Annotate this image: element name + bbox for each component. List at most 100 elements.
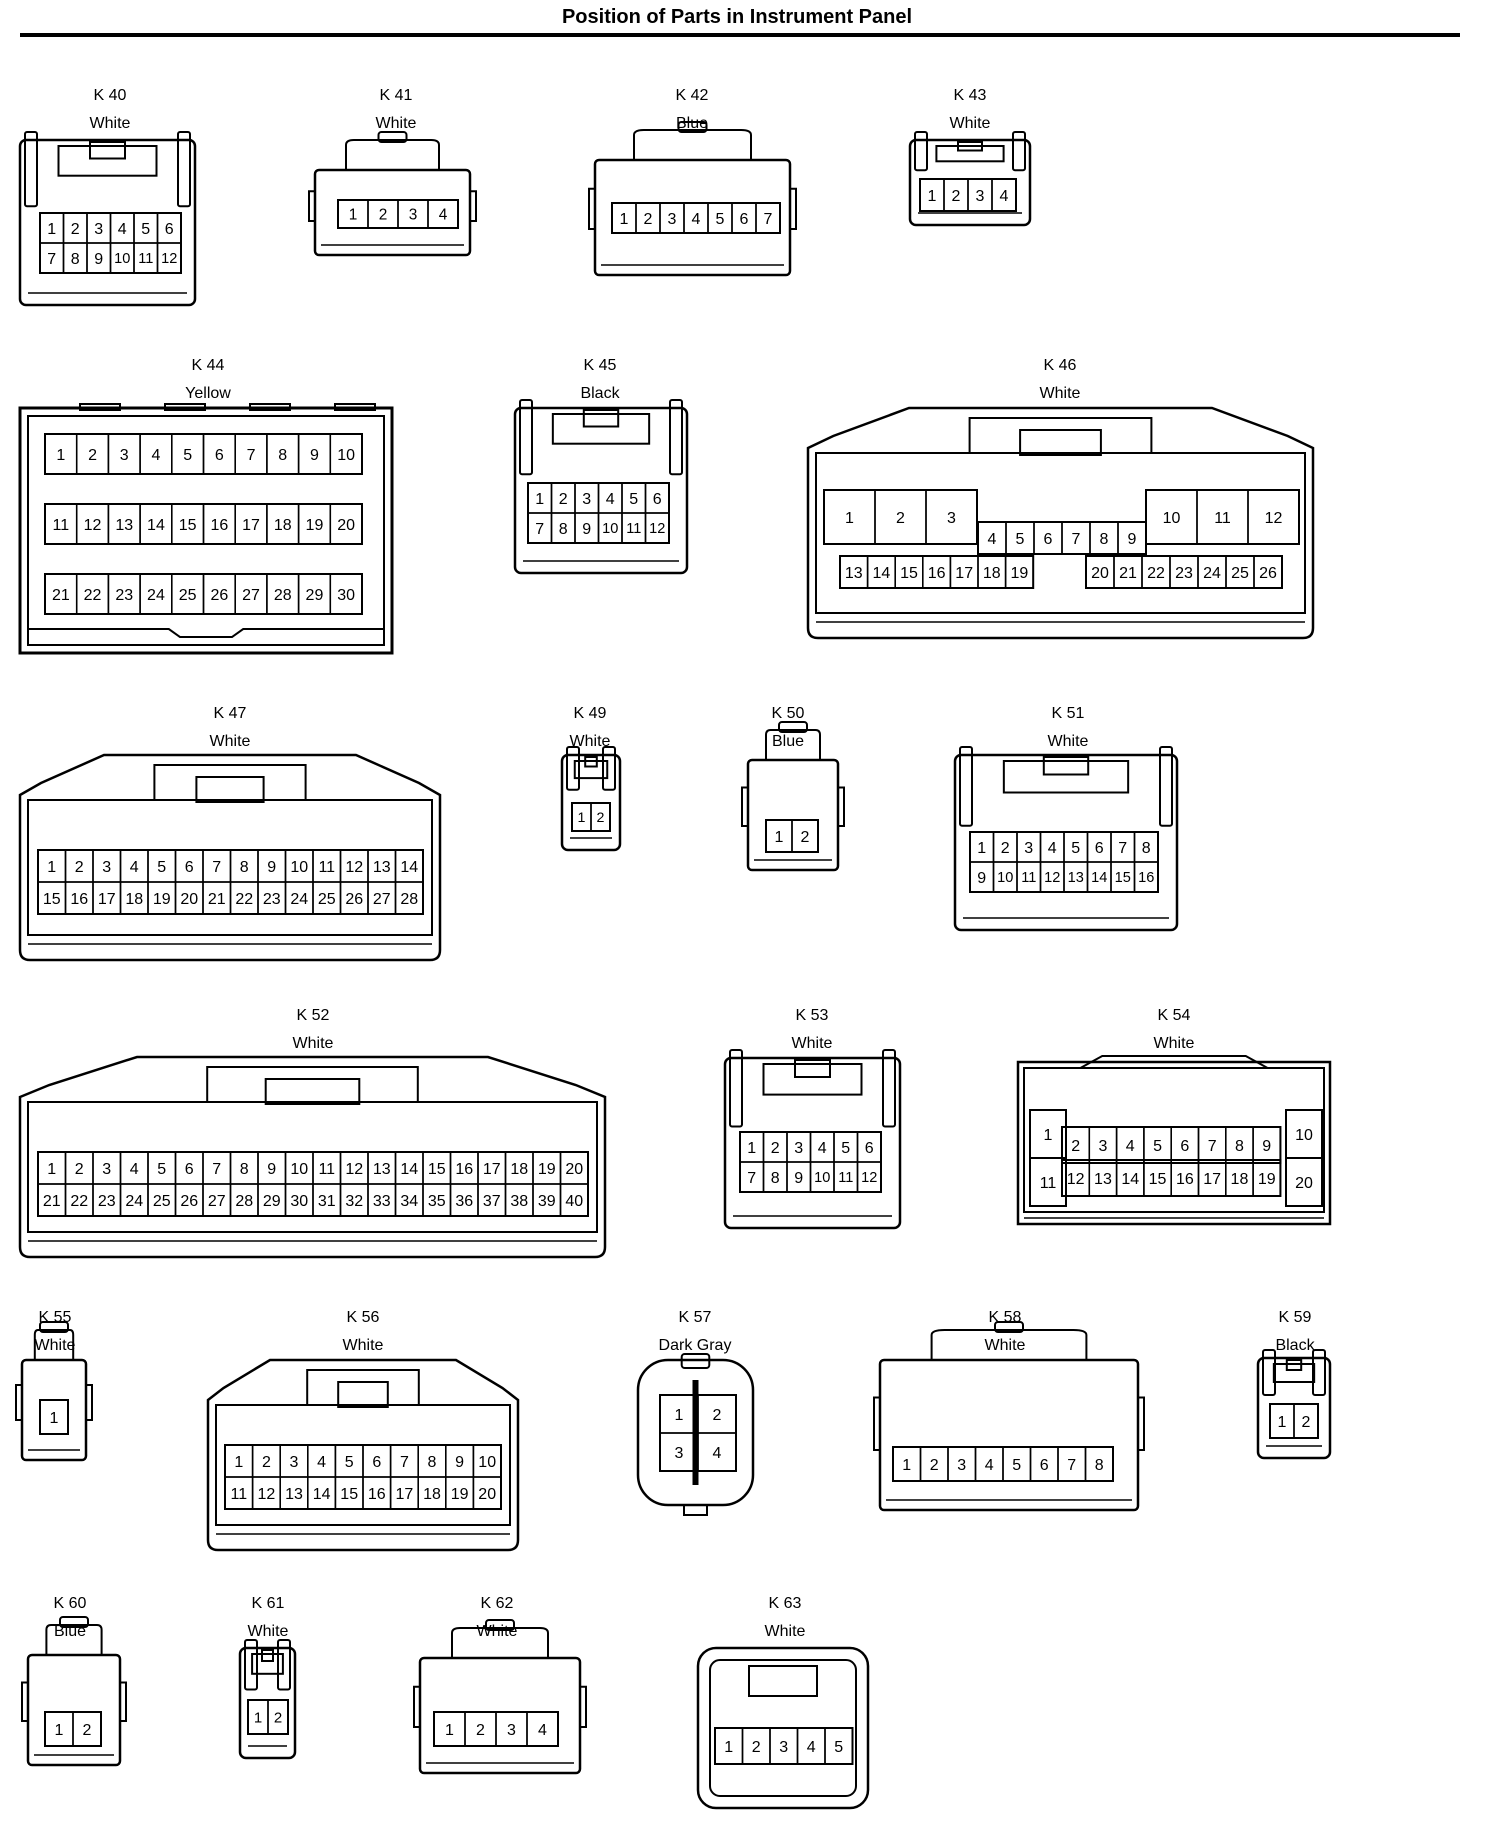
pin-label: 2 (952, 188, 961, 205)
pin-label: 4 (1126, 1138, 1135, 1155)
page-title: Position of Parts in Instrument Panel (561, 6, 913, 28)
pin-label: 15 (43, 891, 61, 908)
pin-label: 5 (834, 1739, 843, 1756)
pin-label: 2 (1302, 1414, 1311, 1431)
pin-label: 7 (400, 1454, 409, 1471)
pin-label: 12 (1067, 1171, 1085, 1188)
pin-label: 17 (242, 517, 260, 534)
pin-label: 17 (98, 891, 116, 908)
connector-color-label: White (985, 1337, 1026, 1354)
pin-label: 19 (1258, 1171, 1276, 1188)
pin-label: 13 (115, 517, 133, 534)
connector-id-label: K 56 (347, 1309, 380, 1326)
pin-label: 17 (483, 1161, 501, 1178)
pin-label: 1 (977, 840, 986, 857)
pin-label: 12 (1044, 870, 1060, 886)
pin-label: 8 (1095, 1457, 1104, 1474)
pin-label: 22 (1147, 565, 1165, 582)
pin-label: 8 (428, 1454, 437, 1471)
pin-label: 2 (752, 1739, 761, 1756)
pin-label: 4 (439, 207, 448, 224)
pin-label: 36 (455, 1193, 473, 1210)
pin-label: 17 (1203, 1171, 1221, 1188)
pin-label: 7 (1118, 840, 1127, 857)
connector-id-label: K 42 (676, 87, 709, 104)
pin-label: 5 (841, 1140, 850, 1157)
pin-label: 8 (240, 859, 249, 876)
pin-label: 16 (455, 1161, 473, 1178)
pin-label: 6 (185, 1161, 194, 1178)
pin-label: 9 (977, 870, 986, 887)
pin-label: 4 (130, 1161, 139, 1178)
pin-label: 1 (675, 1407, 684, 1424)
pin-label: 39 (538, 1193, 556, 1210)
connector-color-label: White (210, 733, 251, 750)
pin-label: 28 (400, 891, 418, 908)
pin-label: 24 (1203, 565, 1221, 582)
pin-label: 23 (263, 891, 281, 908)
pin-label: 4 (538, 1722, 547, 1739)
pin-label: 9 (267, 859, 276, 876)
pin-label: 9 (794, 1170, 803, 1187)
connector-color-label: White (343, 1337, 384, 1354)
pin-label: 4 (151, 447, 160, 464)
pin-label: 14 (400, 1161, 418, 1178)
connector-color-label: White (35, 1337, 76, 1354)
pin-label: 19 (153, 891, 171, 908)
connector-id-label: K 44 (192, 357, 225, 374)
pin-label: 11 (318, 859, 335, 876)
connector-color-label: White (1154, 1035, 1195, 1052)
pin-label: 1 (254, 1709, 262, 1726)
pin-label: 6 (165, 221, 174, 238)
pin-label: 14 (313, 1486, 331, 1503)
pin-label: 8 (278, 447, 287, 464)
pin-label: 26 (1259, 565, 1277, 582)
pin-label: 10 (1295, 1127, 1313, 1144)
pin-label: 12 (258, 1486, 276, 1503)
pin-label: 25 (153, 1193, 171, 1210)
pin-label: 4 (807, 1739, 816, 1756)
pin-label: 30 (290, 1193, 308, 1210)
pin-label: 2 (713, 1407, 722, 1424)
connector-color-label: White (376, 115, 417, 132)
pin-label: 8 (559, 521, 568, 538)
pin-label: 4 (985, 1457, 994, 1474)
connector-id-label: K 62 (481, 1595, 514, 1612)
pin-label: 6 (185, 859, 194, 876)
pin-label: 3 (675, 1445, 684, 1462)
pin-label: 7 (47, 251, 56, 268)
pin-label: 34 (400, 1193, 418, 1210)
pin-label: 4 (988, 531, 997, 548)
pin-label: 3 (779, 1739, 788, 1756)
pin-label: 13 (845, 565, 863, 582)
connector-color-label: White (293, 1035, 334, 1052)
pin-label: 8 (1235, 1138, 1244, 1155)
pin-label: 32 (345, 1193, 363, 1210)
pin-label: 10 (602, 521, 618, 537)
pin-label: 20 (1295, 1175, 1313, 1192)
pin-label: 1 (928, 188, 937, 205)
pin-label: 9 (1128, 531, 1137, 548)
pin-label: 12 (1265, 510, 1283, 527)
pin-label: 31 (318, 1193, 336, 1210)
pin-label: 7 (212, 1161, 221, 1178)
pin-label: 11 (53, 517, 70, 534)
pin-label: 15 (340, 1486, 358, 1503)
pin-label: 24 (147, 587, 165, 604)
pin-label: 23 (98, 1193, 116, 1210)
pin-label: 2 (771, 1140, 780, 1157)
pin-label: 3 (1024, 840, 1033, 857)
pin-label: 18 (510, 1161, 528, 1178)
connector-id-label: K 50 (772, 705, 805, 722)
pin-label: 3 (409, 207, 418, 224)
pin-label: 20 (337, 517, 355, 534)
connector-color-label: Yellow (185, 385, 231, 402)
pin-label: 6 (1040, 1457, 1049, 1474)
pin-label: 1 (234, 1454, 243, 1471)
